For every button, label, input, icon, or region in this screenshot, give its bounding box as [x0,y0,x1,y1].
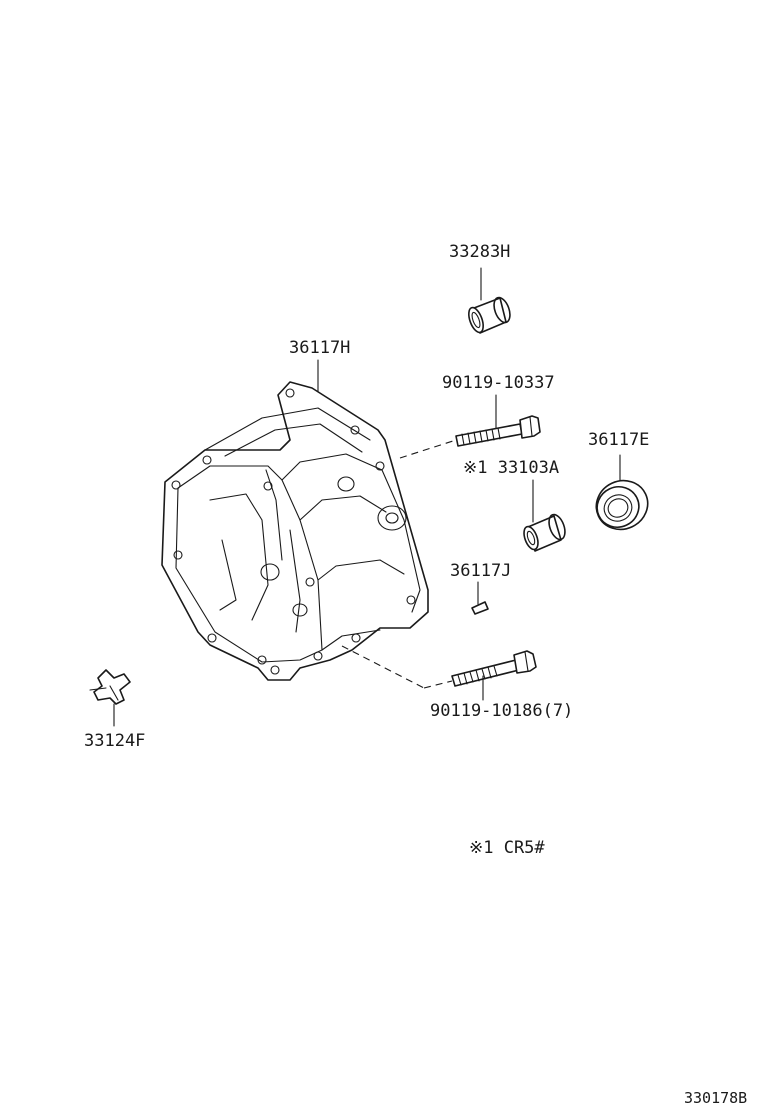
part-label-36117h: 36117H [289,338,351,358]
oil-seal-part [595,479,649,531]
bolt-upper-part [455,415,541,447]
part-label-33103a: ※1 33103A [463,458,560,478]
part-label-33124f: 33124F [84,731,146,751]
transmission-case-part [161,381,429,681]
clip-part [89,669,131,705]
pin-part [471,601,489,615]
part-label-36117j: 36117J [450,561,512,581]
part-label-36117e: 36117E [588,430,650,450]
figure-code: 330178B [684,1089,748,1107]
part-label-90119-10186: 90119-10186(7) [430,701,574,721]
bushing-33103a-part [523,513,566,552]
part-label-90119-10337: 90119-10337 [442,373,555,393]
bolt-lower-part [451,650,537,687]
bushing-33283h-part [468,296,511,334]
footnote-cr5: ※1 CR5# [469,838,545,858]
part-label-33283h: 33283H [449,242,511,262]
